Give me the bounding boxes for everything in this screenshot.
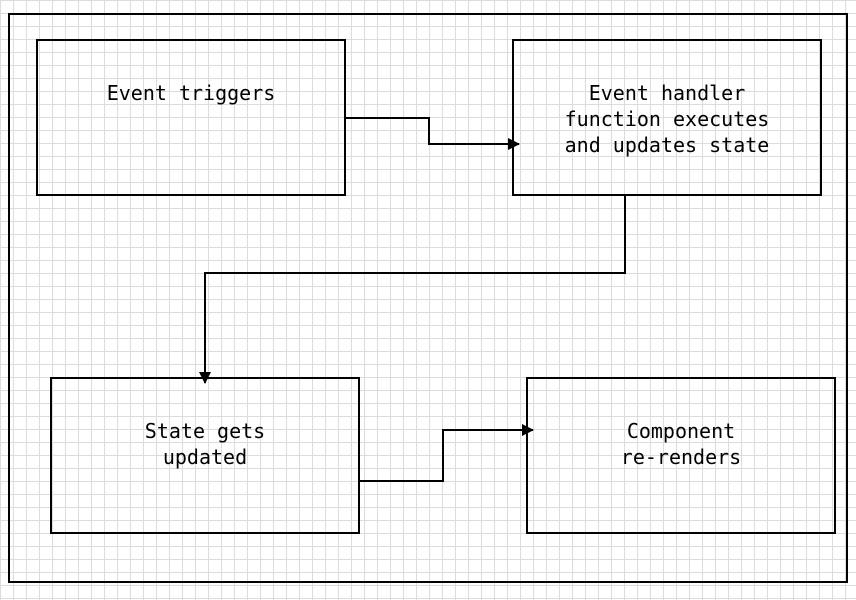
node-state-updated: State gets updated	[50, 377, 360, 534]
node-event-handler: Event handler function executes and upda…	[512, 39, 822, 196]
node-label-component-rerenders: Component re-renders	[620, 419, 742, 469]
diagram-frame	[8, 13, 848, 583]
node-label-state-updated: State gets updated	[144, 419, 266, 469]
node-label-event-triggers: Event triggers	[106, 81, 276, 105]
node-label-event-handler: Event handler function executes and upda…	[564, 81, 770, 157]
node-component-rerenders: Component re-renders	[526, 377, 836, 534]
node-event-triggers: Event triggers	[36, 39, 346, 196]
